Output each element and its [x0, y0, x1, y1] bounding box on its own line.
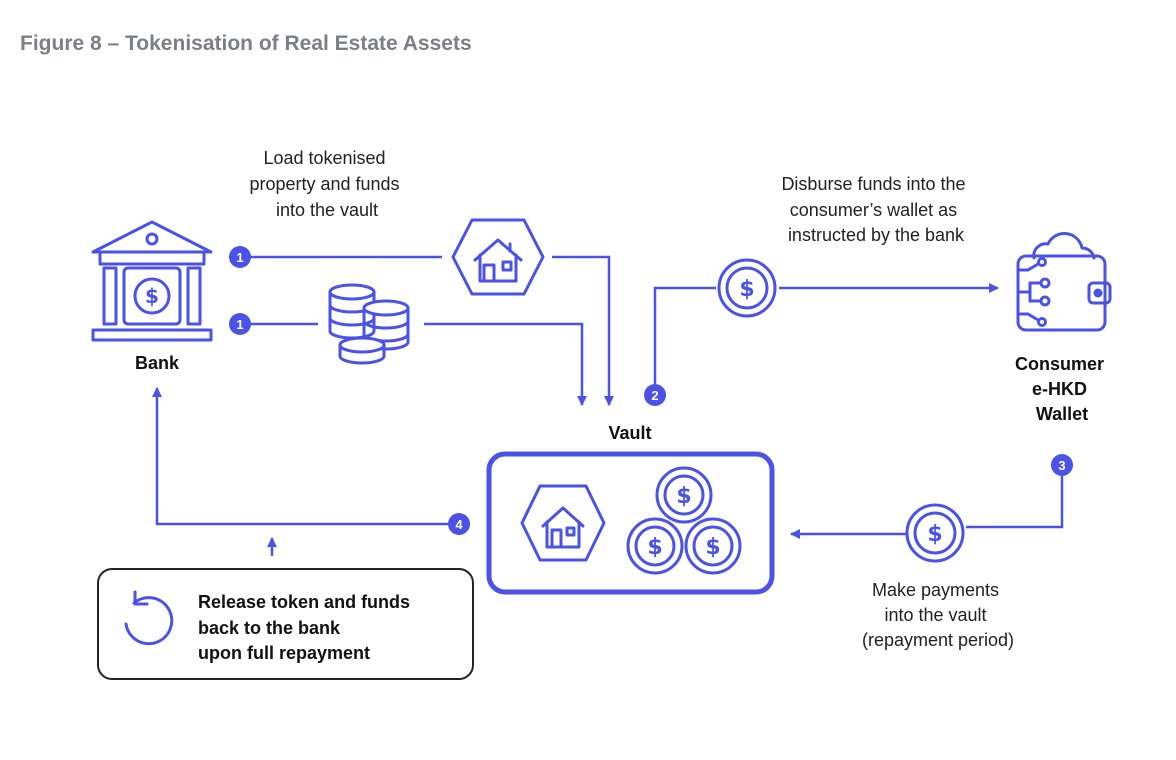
vault-coin-dollar-top: $: [676, 484, 691, 509]
svg-text:3: 3: [1058, 458, 1065, 473]
release-callout-box: [97, 568, 474, 680]
step-2-coin-dollar: $: [739, 277, 754, 302]
step-1-flow-lines: [250, 255, 614, 406]
wallet-label: Consumer e-HKD Wallet: [1015, 354, 1109, 424]
release-cycle-icon: [124, 590, 174, 646]
vault-box: [486, 451, 775, 595]
step-1-badge-property: 1: [229, 246, 251, 268]
step-2-badge: 2: [644, 384, 666, 406]
step-4-badge: 4: [448, 513, 470, 535]
step-3-badge: 3: [1051, 454, 1073, 476]
step-2-description: Disburse funds into the consumer’s walle…: [781, 174, 970, 245]
step-3-coin-icon: [905, 503, 965, 563]
step-1-badge-funds: 1: [229, 313, 251, 335]
step-2-coin-icon: [717, 258, 777, 318]
svg-text:2: 2: [651, 388, 658, 403]
step-4-description: Release token and funds back to the bank…: [198, 592, 415, 663]
vault-coins-icon: [626, 466, 742, 575]
step-1-description: Load tokenised property and funds into t…: [249, 148, 404, 220]
bank-icon: [91, 220, 213, 342]
bank-label: Bank: [135, 353, 180, 373]
figure-title: Figure 8 – Tokenisation of Real Estate A…: [20, 32, 472, 55]
step-3-coin-dollar: $: [927, 522, 942, 547]
step-4-flow-lines: [152, 387, 448, 556]
bank-dollar-sign: $: [145, 284, 159, 308]
svg-text:4: 4: [455, 517, 463, 532]
tokenised-property-icon: [451, 218, 545, 296]
step-2-flow-lines: [653, 283, 999, 384]
funds-coins-icon: [328, 283, 410, 365]
vault-coin-dollar-right: $: [705, 535, 720, 560]
vault-coin-dollar-left: $: [647, 535, 662, 560]
step-3-flow-lines: [790, 476, 1064, 539]
step-3-description: Make payments into the vault (repayment …: [862, 580, 1014, 650]
vault-label: Vault: [608, 423, 651, 443]
vault-property-icon: [520, 484, 606, 562]
svg-text:1: 1: [236, 250, 243, 265]
e-hkd-wallet-icon: [1016, 232, 1112, 332]
svg-text:1: 1: [236, 317, 243, 332]
